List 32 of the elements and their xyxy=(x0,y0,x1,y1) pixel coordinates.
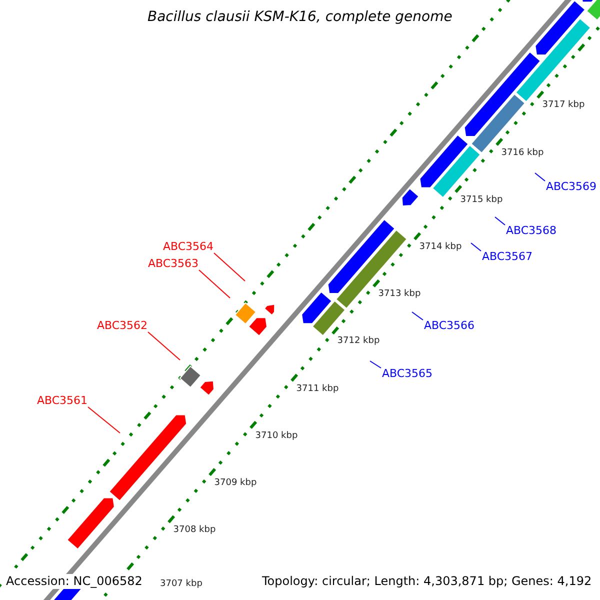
leader-line xyxy=(412,312,424,320)
leader-line xyxy=(470,242,482,252)
leader-line xyxy=(214,252,246,282)
accession-text: Accession: NC_006582 xyxy=(6,574,142,589)
title: Bacillus clausii KSM-K16, complete genome xyxy=(148,10,452,25)
gene-label: ABC3565 xyxy=(382,367,433,380)
genome-info-text: Topology: circular; Length: 4,303,871 bp; Genes: 4,192 xyxy=(262,574,592,589)
leader-line xyxy=(370,360,382,368)
gene-label: ABC3567 xyxy=(482,250,533,263)
tick-label: 3709 kbp xyxy=(214,478,257,489)
gene-label: ABC3561 xyxy=(37,394,88,407)
gene-label: ABC3569 xyxy=(546,180,597,193)
tick-label: 3714 kbp xyxy=(419,242,462,254)
gene-label: ABC3566 xyxy=(424,319,475,332)
tick-label: 3707 kbp xyxy=(160,579,202,590)
tick-label: 3717 kbp xyxy=(542,100,585,112)
gene-label: ABC3563 xyxy=(148,257,199,270)
leader-line xyxy=(148,332,180,360)
leader-line xyxy=(88,406,120,434)
leader-line xyxy=(198,270,230,298)
tick-label: 3710 kbp xyxy=(255,430,298,442)
gene-label: ABC3562 xyxy=(97,319,148,332)
tick-label: 3715 kbp xyxy=(460,194,503,206)
tick-label: 3712 kbp xyxy=(337,336,380,348)
leader-line xyxy=(494,216,506,226)
tick-label: 3711 kbp xyxy=(296,384,339,395)
gene-label: ABC3568 xyxy=(506,224,557,237)
tick-label: 3713 kbp xyxy=(378,289,421,300)
tick-label: 3708 kbp xyxy=(173,525,216,536)
leader-line xyxy=(534,172,546,182)
tick-label: 3716 kbp xyxy=(501,148,544,159)
gene-label: ABC3564 xyxy=(163,240,214,253)
